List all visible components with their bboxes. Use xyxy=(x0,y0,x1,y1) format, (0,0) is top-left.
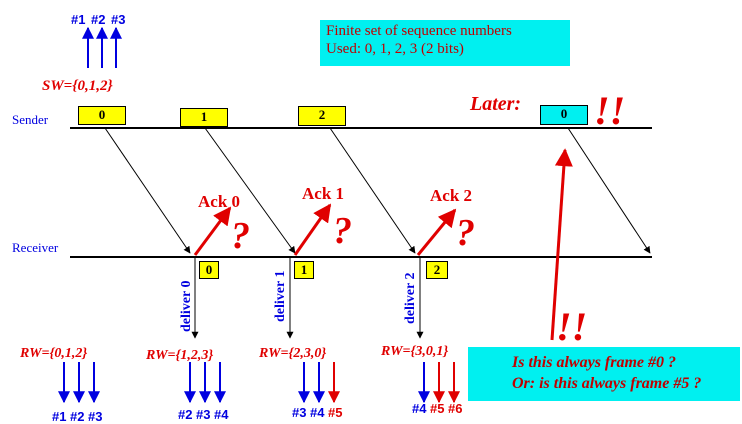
frame-0-path xyxy=(104,127,191,254)
question-arrow xyxy=(550,148,573,341)
sender-frame-2-label: 2 xyxy=(318,107,326,122)
receiver-frame-2: 2 xyxy=(426,261,448,279)
rw-3-num-3: #6 xyxy=(448,401,462,416)
ack-1-question: ? xyxy=(333,210,352,252)
sender-label: Sender xyxy=(12,112,49,127)
title-line-2: Used: 0, 1, 2, 3 (2 bits) xyxy=(326,41,464,57)
rw-2-num-1: #3 xyxy=(292,405,306,420)
rw-1-num-1: #2 xyxy=(178,407,192,422)
receiver-frame-1: 1 xyxy=(294,261,314,279)
question-line-1: Is this always frame #0 ? xyxy=(512,354,677,371)
question-line-2: Or: is this always frame #5 ? xyxy=(512,375,702,392)
ack-2-arrow xyxy=(416,208,457,256)
sender-frame-0-label: 0 xyxy=(98,107,106,122)
receiver-frame-1-label: 1 xyxy=(300,262,308,277)
rw-1-label: RW={1,2,3} xyxy=(145,348,213,363)
later-label: Later: xyxy=(469,93,521,115)
rw-3-label: RW={3,0,1} xyxy=(380,344,448,359)
rw-0-num-3: #3 xyxy=(88,409,102,424)
receiver-frame-0: 0 xyxy=(199,261,219,279)
ack-1-label: Ack 1 xyxy=(302,184,344,203)
frame-1-path xyxy=(204,127,296,254)
ack-2-question: ? xyxy=(456,212,475,254)
receiver-exclaim: !! xyxy=(556,304,587,349)
sender-frame-0: 0 xyxy=(78,106,126,125)
sender-frame-1-label: 1 xyxy=(200,109,208,124)
ack-2-label: Ack 2 xyxy=(430,186,472,205)
ack-0-arrow xyxy=(193,206,232,256)
sender-frame-1: 1 xyxy=(180,108,228,127)
sender-frame-2: 2 xyxy=(298,106,346,126)
later-frame-0-label: 0 xyxy=(560,106,568,121)
deliver-0-label: deliver 0 xyxy=(179,281,194,332)
sw-num-3: #3 xyxy=(111,12,125,27)
ack-1-arrow xyxy=(293,203,332,256)
later-frame-0: 0 xyxy=(540,105,588,125)
rw-3-num-2: #5 xyxy=(430,401,444,416)
sender-window-label: SW={0,1,2} xyxy=(42,78,113,94)
later-frame-0-path xyxy=(567,127,651,254)
frame-2-path xyxy=(329,127,416,254)
sender-exclaim: !! xyxy=(594,88,625,133)
sw-num-1: #1 xyxy=(71,12,85,27)
deliver-2-label: deliver 2 xyxy=(403,273,418,324)
rw-0-label: RW={0,1,2} xyxy=(19,346,87,361)
rw-2-num-2: #4 xyxy=(310,405,325,420)
rw-1-num-2: #3 xyxy=(196,407,210,422)
ack-0-question: ? xyxy=(231,215,250,257)
sw-num-2: #2 xyxy=(91,12,105,27)
deliver-1-label: deliver 1 xyxy=(273,271,288,322)
rw-1-num-3: #4 xyxy=(214,407,229,422)
question-box: Is this always frame #0 ? Or: is this al… xyxy=(468,347,740,401)
rw-2-num-3: #5 xyxy=(328,405,342,420)
rw-3-num-1: #4 xyxy=(412,401,427,416)
receiver-frame-2-label: 2 xyxy=(433,262,441,277)
rw-0-num-2: #2 xyxy=(70,409,84,424)
title-box: Finite set of sequence numbers Used: 0, … xyxy=(320,20,570,66)
receiver-frame-0-label: 0 xyxy=(205,262,213,277)
title-line-1: Finite set of sequence numbers xyxy=(326,23,512,39)
rw-2-label: RW={2,3,0} xyxy=(258,346,326,361)
rw-0-num-1: #1 xyxy=(52,409,66,424)
receiver-label: Receiver xyxy=(12,240,59,255)
ack-0-label: Ack 0 xyxy=(198,192,240,211)
